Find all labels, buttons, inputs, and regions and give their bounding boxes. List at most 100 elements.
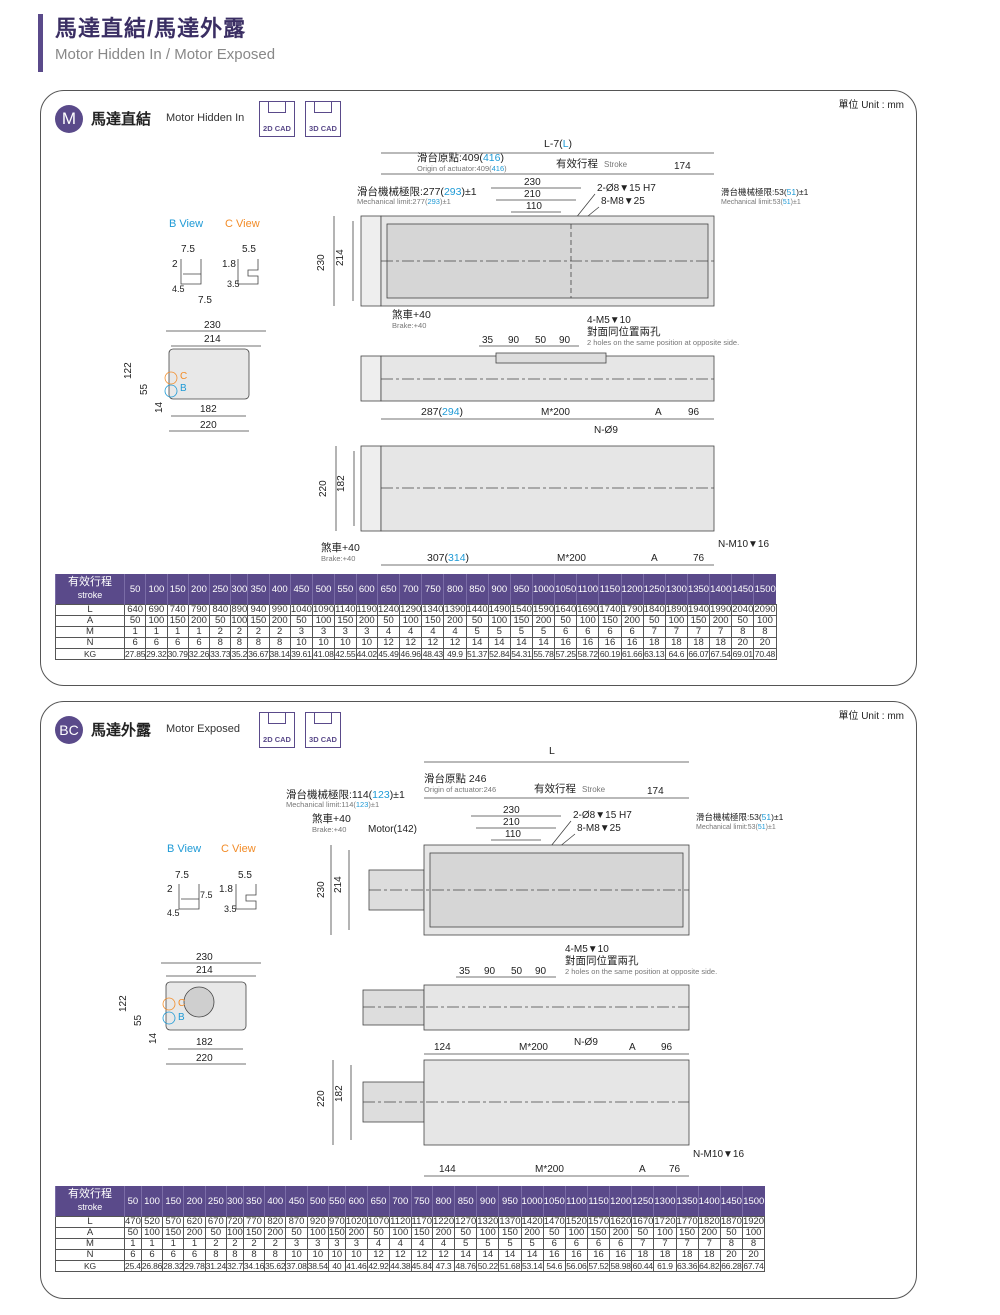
model-title-en: Motor Exposed xyxy=(166,723,240,735)
table-cell: 100 xyxy=(140,1227,164,1239)
table-cell: 63.36 xyxy=(675,1260,699,1272)
bottom-dim-m200: M*200 xyxy=(541,407,570,418)
table-cell: 1470 xyxy=(542,1216,566,1228)
end-view-dim: 122 xyxy=(118,995,129,1012)
table-cell: 6 xyxy=(123,637,147,649)
end-view-dim: 220 xyxy=(200,420,217,431)
table-cell: 38.14 xyxy=(268,648,291,660)
table-cell: 2 xyxy=(242,1238,266,1250)
table-cell: 8 xyxy=(230,637,249,649)
mech-limit-left-en: Mechanical limit:114(123)±1 xyxy=(286,800,379,809)
table-cell: 36.67 xyxy=(247,648,270,660)
model-title: 馬達外露 xyxy=(91,722,152,739)
b-view-profile xyxy=(178,884,200,910)
table-cell: 5 xyxy=(454,1238,478,1250)
stroke-label-en: Stroke xyxy=(604,160,628,169)
brake-label-2: 煞車+40 xyxy=(321,541,360,554)
row-label: N xyxy=(55,1249,125,1261)
table-cell: 12 xyxy=(366,1249,391,1261)
table-cell: 6 xyxy=(183,1249,206,1261)
bottom-dim-a2: A xyxy=(651,553,658,564)
cad-2d-button[interactable]: 2D CAD xyxy=(259,712,295,748)
stroke-cell: 250 xyxy=(209,574,231,605)
table-cell: 5 xyxy=(465,626,489,638)
cad-3d-label: 3D CAD xyxy=(309,735,337,744)
table-cell: 18 xyxy=(675,1249,699,1261)
table-cell: 50 xyxy=(366,1227,391,1239)
table-cell: 20 xyxy=(719,1249,743,1261)
table-cell: 27.85 xyxy=(123,648,147,660)
bottom-dim-m200: M*200 xyxy=(519,1042,548,1053)
table-cell: 100 xyxy=(741,1227,766,1239)
table-cell: 200 xyxy=(187,615,211,627)
actuator-body-bottom xyxy=(423,1059,690,1146)
table-cell: 12 xyxy=(421,637,445,649)
b-view-dim: 7.5 xyxy=(181,244,195,255)
height-182: 182 xyxy=(334,1085,345,1102)
table-cell: 60.19 xyxy=(598,648,622,660)
c-view-dim: 1.8 xyxy=(219,884,233,895)
table-cell: 49.9 xyxy=(443,648,467,660)
table-cell: 4 xyxy=(431,1238,456,1250)
same-side-label-en: 2 holes on the same position at opposite… xyxy=(565,967,717,976)
table-cell: 2 xyxy=(230,626,249,638)
hole-spec: 8-M8▼25 xyxy=(601,196,645,207)
b-view-label: B View xyxy=(167,843,201,855)
stroke-cell: 1000 xyxy=(520,1186,544,1217)
row-label: L xyxy=(55,604,125,616)
end-view-dim: 14 xyxy=(154,401,165,413)
bottom-dim-a2: A xyxy=(639,1164,646,1175)
bottom-dim-76: 76 xyxy=(693,553,705,564)
motor-side xyxy=(360,355,382,402)
dim-line xyxy=(333,216,354,306)
table-cell: 69.01 xyxy=(731,648,755,660)
table-cell: 720 xyxy=(225,1216,244,1228)
table-cell: 6 xyxy=(145,637,168,649)
cad-3d-button[interactable]: 3D CAD xyxy=(305,712,341,748)
page-title: 馬達直結/馬達外露 xyxy=(55,16,247,41)
table-cell: 50 xyxy=(631,1227,655,1239)
table-cell: 620 xyxy=(183,1216,206,1228)
table-cell: 50 xyxy=(465,615,489,627)
table-cell: 12 xyxy=(410,1249,433,1261)
table-cell: 35.62 xyxy=(264,1260,287,1272)
table-cell: 29.32 xyxy=(145,648,168,660)
table-cell: 4 xyxy=(376,626,401,638)
table-cell: 70.48 xyxy=(753,648,777,660)
dim-line xyxy=(471,815,561,841)
hole-spec: 2-Ø8▼15 H7 xyxy=(597,183,656,194)
stroke-cell: 250 xyxy=(204,1186,227,1217)
table-cell: 8 xyxy=(209,637,232,649)
actuator-body-bottom xyxy=(380,445,715,532)
table-cell: 16 xyxy=(564,1249,588,1261)
stroke-cell: 750 xyxy=(421,574,444,605)
table-cell: 50 xyxy=(542,1227,566,1239)
dim-174: 174 xyxy=(674,161,691,172)
stroke-cell: 1350 xyxy=(675,1186,699,1217)
table-cell: 61.9 xyxy=(653,1260,677,1272)
row-label: KG xyxy=(55,648,125,660)
origin-label-en: Origin of actuator:409(416) xyxy=(417,164,507,173)
table-cell: 150 xyxy=(327,1227,346,1239)
stroke-cell: 550 xyxy=(334,574,357,605)
table-cell: 2 xyxy=(209,626,232,638)
table-cell: 3 xyxy=(306,1238,329,1250)
cad-2d-button[interactable]: 2D CAD xyxy=(259,101,295,137)
stroke-cell: 550 xyxy=(327,1186,346,1217)
table-cell: 1 xyxy=(124,1238,142,1250)
row-label: A xyxy=(55,1227,125,1239)
stroke-cell: 300 xyxy=(230,574,248,605)
table-cell: 18 xyxy=(653,1249,677,1261)
cad-3d-button[interactable]: 3D CAD xyxy=(305,101,341,137)
table-cell: 32.7 xyxy=(225,1260,244,1272)
row-label: N xyxy=(55,637,125,649)
c-view-dim: 1.8 xyxy=(222,259,236,270)
table-cell: 20 xyxy=(731,637,755,649)
table-cell: 18 xyxy=(686,637,711,649)
table-cell: 14 xyxy=(454,1249,478,1261)
c-marker-icon xyxy=(162,997,176,1011)
